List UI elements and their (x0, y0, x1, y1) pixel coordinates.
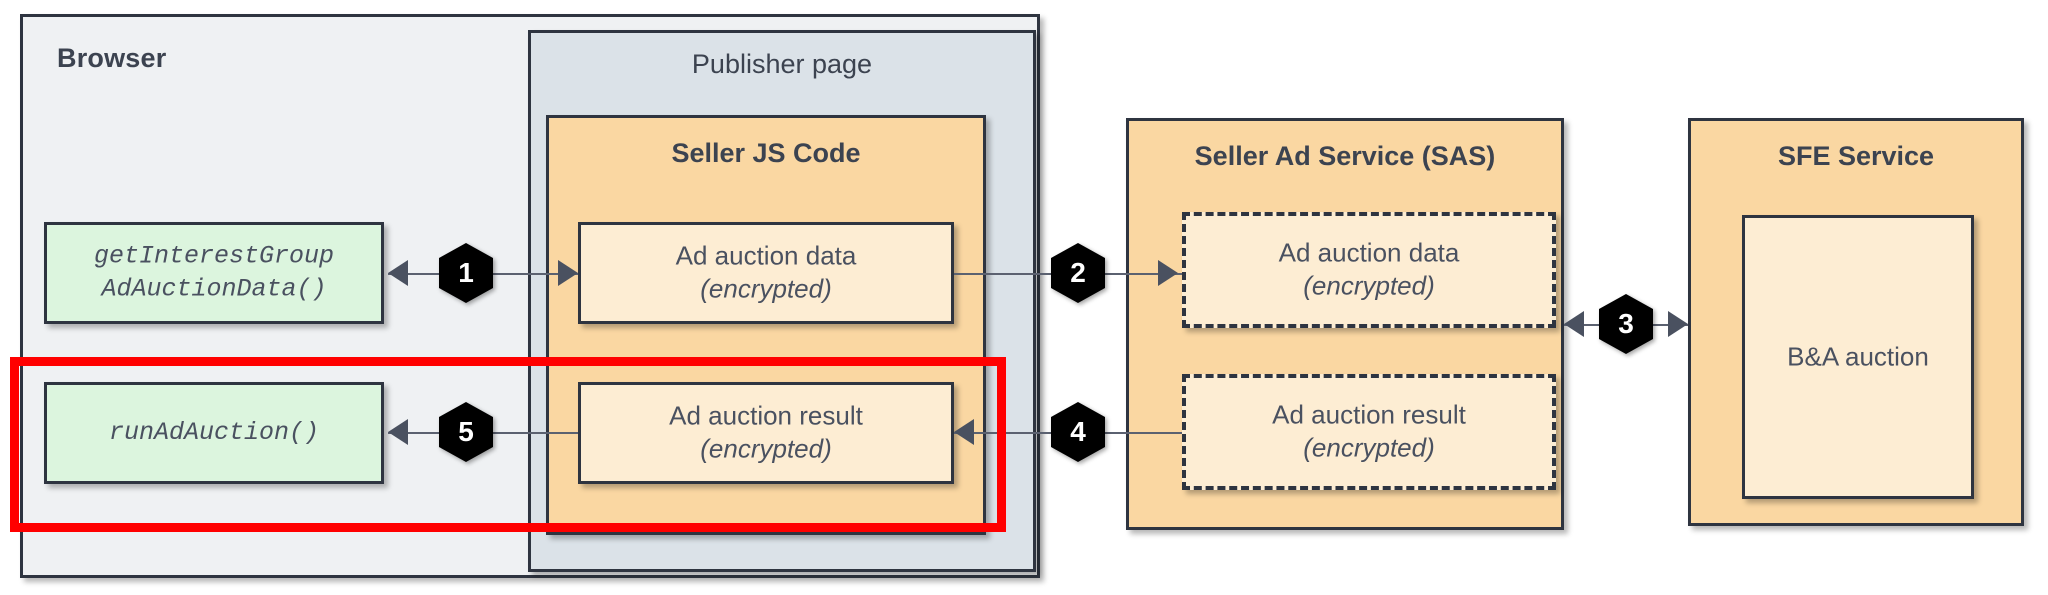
sas-ad-auction-data-box: Ad auction data (encrypted) (1182, 212, 1556, 328)
seller-js-ad-auction-result-subtitle: (encrypted) (700, 434, 832, 464)
sas-ad-auction-result-title: Ad auction result (1272, 399, 1466, 430)
publisher-page-label: Publisher page (691, 49, 873, 79)
sas-ad-auction-result-box: Ad auction result (encrypted) (1182, 374, 1556, 490)
ba-auction-label: B&A auction (1787, 341, 1929, 372)
sfe-service-label: SFE Service (1777, 141, 1935, 171)
arrowhead-step-4 (954, 419, 974, 445)
seller-js-ad-auction-result-title: Ad auction result (669, 400, 863, 431)
seller-js-code-label: Seller JS Code (671, 138, 861, 168)
arrowhead-step-1-left (388, 260, 408, 286)
step-badge-5-number: 5 (458, 416, 474, 447)
run-ad-auction-box: runAdAuction() (44, 382, 384, 484)
step-badge-4-number: 4 (1070, 416, 1086, 447)
step-badge-2-number: 2 (1070, 257, 1086, 288)
arrowhead-step-3-left (1564, 311, 1584, 337)
sas-ad-auction-data-title: Ad auction data (1278, 237, 1460, 268)
highlight-region (10, 357, 1006, 532)
step-badge-1-number: 1 (458, 257, 474, 288)
arrowhead-step-2 (1158, 260, 1178, 286)
step-badge-3-number: 3 (1618, 308, 1634, 339)
seller-js-ad-auction-data-subtitle: (encrypted) (700, 274, 832, 304)
get-interest-group-ad-auction-data-box: getInterestGroup AdAuctionData() (44, 222, 384, 324)
seller-js-ad-auction-data-box: Ad auction data (encrypted) (578, 222, 954, 324)
get-interest-group-ad-auction-data-line2: AdAuctionData() (101, 274, 327, 303)
browser-label: Browser (57, 43, 167, 73)
run-ad-auction-label: runAdAuction() (108, 417, 320, 447)
seller-js-ad-auction-result-box: Ad auction result (encrypted) (578, 382, 954, 484)
seller-ad-service-label: Seller Ad Service (SAS) (1194, 141, 1496, 171)
get-interest-group-ad-auction-data-line1: getInterestGroup (93, 241, 335, 271)
step-badge-5: 5 (437, 401, 495, 463)
step-badge-1: 1 (437, 242, 495, 304)
arrowhead-step-5 (388, 419, 408, 445)
ba-auction-box: B&A auction (1742, 215, 1974, 499)
arrowhead-step-3-right (1668, 311, 1688, 337)
sas-ad-auction-result-subtitle: (encrypted) (1303, 433, 1435, 463)
step-badge-3: 3 (1597, 293, 1655, 355)
sas-ad-auction-data-subtitle: (encrypted) (1303, 271, 1435, 301)
step-badge-4: 4 (1049, 401, 1107, 463)
step-badge-2: 2 (1049, 242, 1107, 304)
seller-js-ad-auction-data-title: Ad auction data (675, 240, 857, 271)
arrowhead-step-1-right (558, 260, 578, 286)
